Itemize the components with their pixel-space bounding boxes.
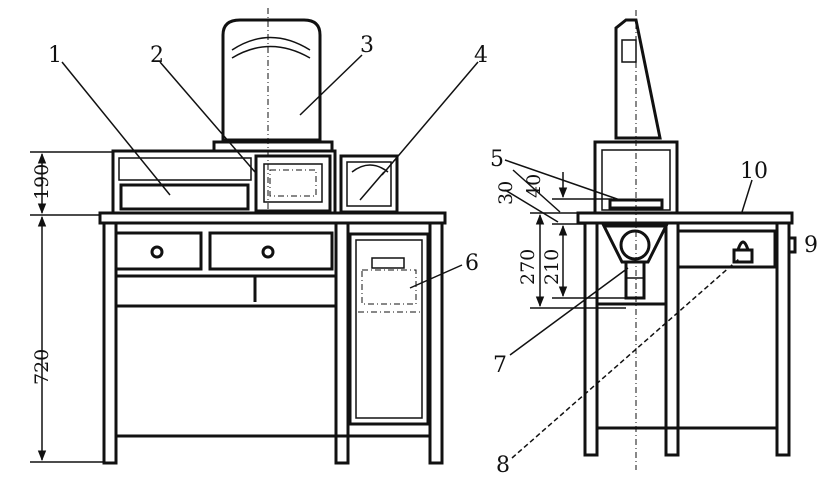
side-view: 30 40 270 210 5 7 8 9 10 <box>490 10 818 478</box>
drawer-knob <box>261 245 275 259</box>
front-view: 190 720 1 2 3 4 6 <box>30 8 488 465</box>
callout-1: 1 <box>48 43 62 68</box>
tray-5 <box>608 198 664 210</box>
dimension-210: 210 <box>541 249 563 285</box>
callout-5: 5 <box>490 147 504 172</box>
dimension-270: 270 <box>517 249 539 285</box>
meter <box>339 154 399 214</box>
side-desk <box>576 211 797 457</box>
lamp-7 <box>601 224 669 300</box>
dimension-720: 720 <box>31 349 53 385</box>
callout-8: 8 <box>496 453 510 478</box>
device-6 <box>358 257 420 313</box>
dimension-30: 30 <box>495 181 517 205</box>
front-dimensions: 190 720 <box>30 151 112 463</box>
drawer-knob <box>150 245 164 259</box>
bulb-8 <box>732 240 754 264</box>
callout-10: 10 <box>740 159 768 184</box>
instrument-device-side <box>614 10 662 470</box>
dimension-40: 40 <box>523 174 545 198</box>
callout-7: 7 <box>493 353 507 378</box>
callout-9: 9 <box>804 233 818 258</box>
callout-6: 6 <box>465 251 479 276</box>
callout-2: 2 <box>150 43 164 68</box>
callout-3: 3 <box>360 33 374 58</box>
side-dimensions: 30 40 270 210 <box>495 169 626 309</box>
top-instrument-box <box>111 149 337 215</box>
callout-4: 4 <box>474 43 488 68</box>
dimension-190: 190 <box>31 164 53 200</box>
switch-9 <box>787 236 797 254</box>
desk <box>98 211 447 465</box>
